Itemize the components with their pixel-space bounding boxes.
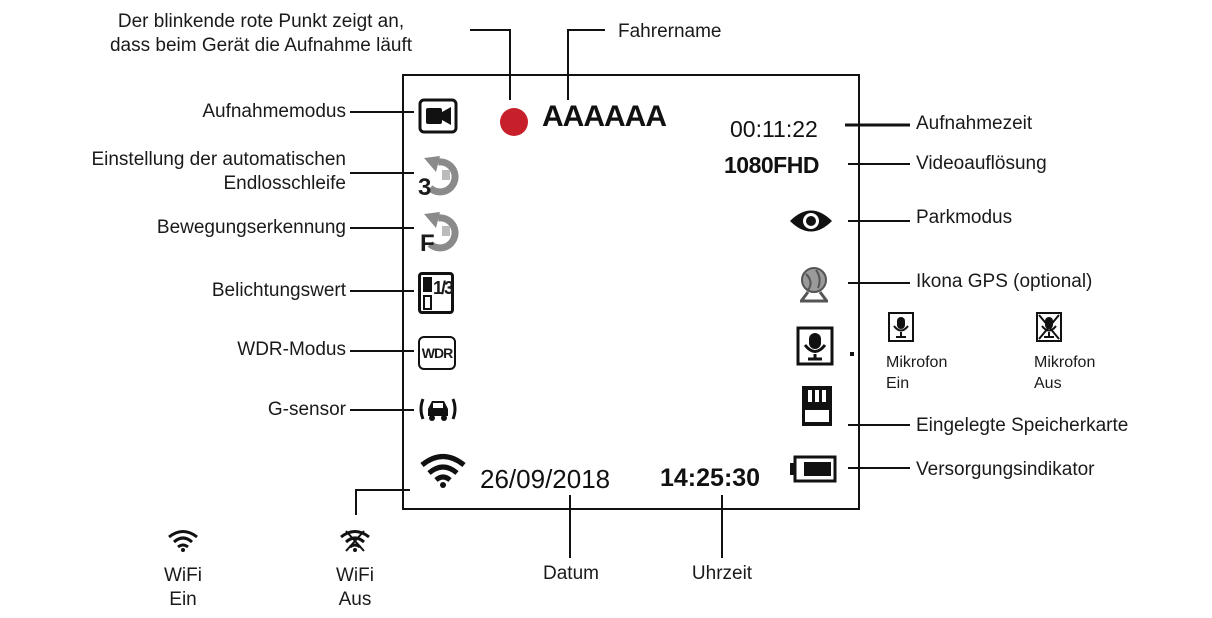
label-parking: Parkmodus (916, 207, 1013, 228)
resolution-value: 1080FHD (724, 152, 819, 178)
record-dot-icon (500, 108, 528, 136)
microphone-off-icon (1036, 312, 1062, 342)
wifi-off-icon (340, 530, 370, 552)
sd-card-icon (802, 386, 832, 426)
microphone-icon (888, 312, 914, 342)
label-wdr: WDR-Modus (237, 339, 346, 360)
record-time-value: 00:11:22 (730, 116, 818, 142)
label-sdcard: Eingelegte Speicherkarte (916, 415, 1129, 436)
line-wifi-off (355, 489, 410, 515)
motion-value: F (420, 230, 435, 257)
motion-arrows-icon (424, 212, 459, 252)
line-driver-name (567, 29, 605, 100)
label-record-time: Aufnahmezeit (916, 113, 1033, 134)
wdr-icon: WDR (418, 336, 456, 370)
loop-value: 3 (418, 174, 432, 201)
loop-arrows-icon (424, 156, 459, 196)
label-driver-name: Fahrername (618, 21, 722, 42)
label-record-mode: Aufnahmemodus (202, 101, 346, 122)
wdr-value: WDR (421, 345, 453, 361)
eye-icon (790, 210, 832, 232)
exposure-icon: 1/3 (418, 272, 454, 314)
gps-icon (800, 267, 828, 303)
label-wifi-off: WiFi Aus (336, 565, 374, 610)
label-gps: Ikona GPS (optional) (916, 271, 1093, 292)
label-motion: Bewegungserkennung (156, 217, 346, 238)
label-power: Versorgungsindikator (916, 459, 1095, 480)
loop-icon: 3 (416, 154, 466, 201)
label-exposure: Belichtungswert (211, 280, 346, 301)
dashcam-screen: AAAAAA 00:11:22 1080FHD 3 F 1/3 WDR (402, 74, 860, 510)
line-record-dot (470, 29, 511, 100)
video-camera-icon (418, 98, 458, 134)
label-gsensor: G-sensor (267, 399, 346, 420)
label-date: Datum (543, 563, 599, 584)
driver-name-value: AAAAAA (542, 100, 667, 133)
label-wifi-on: WiFi Ein (164, 565, 202, 610)
g-sensor-car-icon (419, 398, 457, 421)
label-mic-on: Mikrofon Ein (886, 354, 948, 392)
date-value: 26/09/2018 (480, 464, 611, 494)
label-mic-off: Mikrofon Aus (1034, 354, 1096, 392)
label-clock: Uhrzeit (691, 563, 753, 584)
label-record-dot: Der blinkende rote Punkt zeigt an, dass … (109, 11, 413, 56)
time-value: 14:25:30 (660, 464, 761, 492)
microphone-icon (796, 326, 834, 366)
label-resolution: Videoauflösung (916, 153, 1047, 174)
exposure-value: 1/3 (433, 278, 454, 298)
wifi-icon (168, 530, 198, 552)
label-loop: Einstellung der automatischen Endlosschl… (91, 149, 346, 194)
motion-detect-icon: F (416, 210, 466, 257)
mic-connector-dot (850, 352, 854, 356)
wifi-icon (420, 454, 466, 488)
battery-icon (790, 455, 837, 483)
